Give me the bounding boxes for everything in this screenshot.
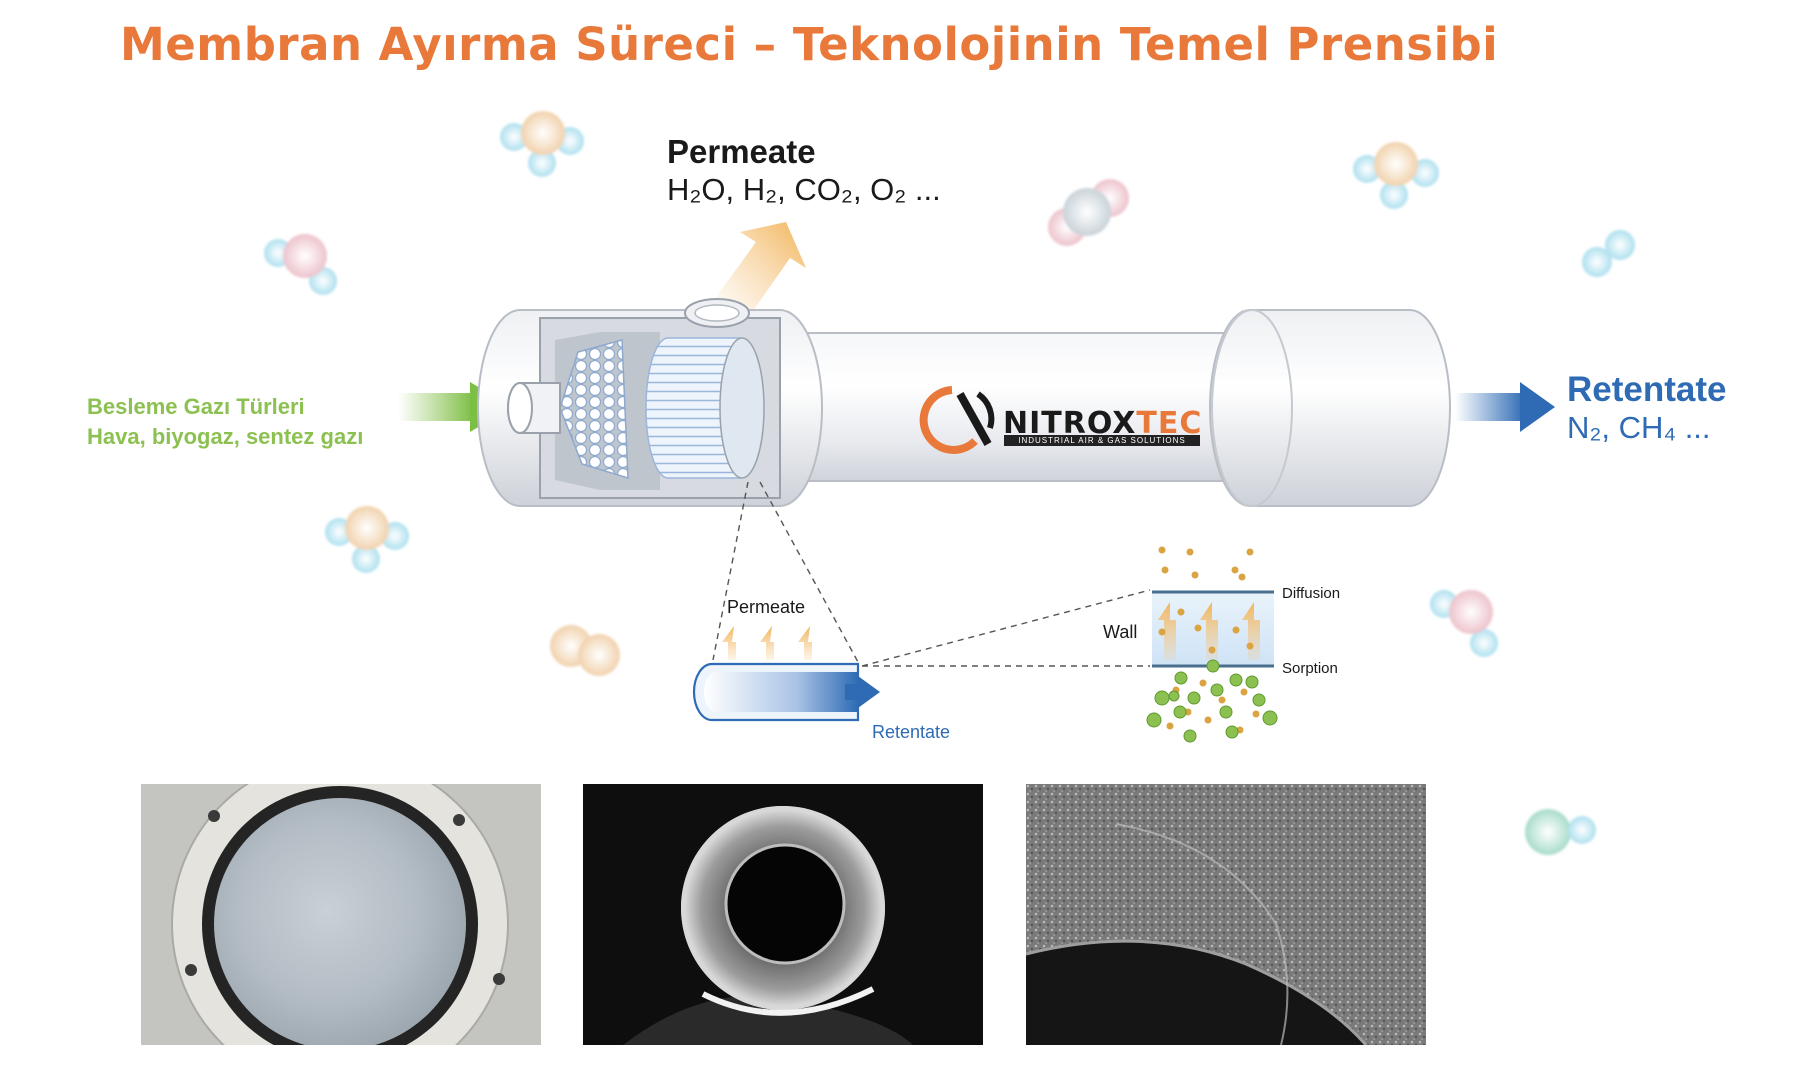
detail-permeate-label: Permeate xyxy=(727,597,806,617)
wall-detail xyxy=(1146,546,1278,743)
retentate-species: N₂, CH₄ ... xyxy=(1567,410,1711,445)
membrane-disc-image xyxy=(141,784,541,1045)
wall-label: Wall xyxy=(1103,622,1138,642)
callout-lines xyxy=(712,481,1151,667)
feed-gas-title: Besleme Gazı Türleri xyxy=(87,394,305,419)
retentate-arrow xyxy=(1455,382,1555,432)
permeate-arrow xyxy=(714,222,806,318)
membrane-module xyxy=(477,298,1451,507)
feed-gas-types: Hava, biyogaz, sentez gazı xyxy=(87,424,364,449)
hollow-fiber-sem-photo xyxy=(583,784,983,1045)
permeate-species: H₂O, H₂, CO₂, O₂ ... xyxy=(667,172,941,207)
permeate-title: Permeate xyxy=(667,133,816,170)
fiber-detail xyxy=(692,626,880,722)
diffusion-label: Diffusion xyxy=(1282,585,1341,602)
hollow-fiber-cross-section-image xyxy=(583,784,983,1045)
detail-retentate-label: Retentate xyxy=(872,722,951,742)
brand-logo-icon xyxy=(919,386,995,454)
membrane-porous-surface-image xyxy=(1026,784,1426,1045)
sorption-label: Sorption xyxy=(1282,660,1338,677)
membrane-surface-sem-photo xyxy=(1026,784,1426,1045)
page-title: Membran Ayırma Süreci – Teknolojinin Tem… xyxy=(120,18,1499,71)
brand-tagline: INDUSTRIAL AIR & GAS SOLUTIONS xyxy=(1004,435,1200,446)
retentate-title: Retentate xyxy=(1567,370,1727,409)
membrane-disc-photo xyxy=(141,784,541,1045)
molecule-decor xyxy=(264,111,1635,855)
